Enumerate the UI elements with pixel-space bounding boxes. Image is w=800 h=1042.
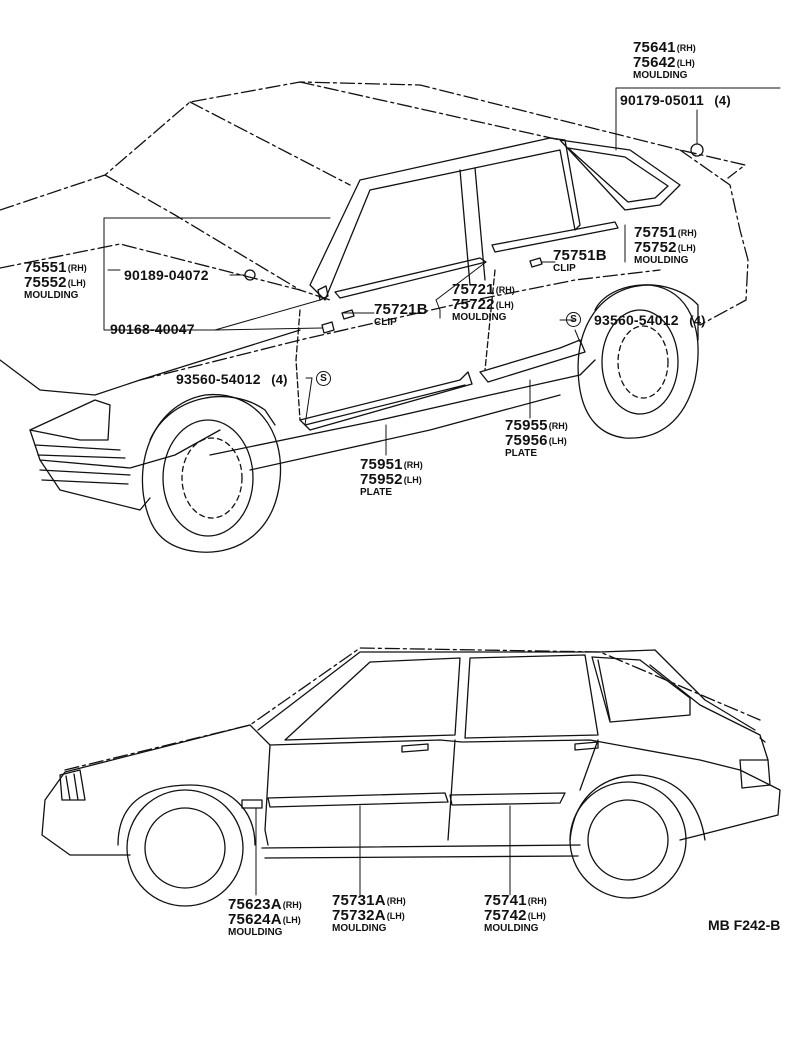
- rocker-line: [249, 394, 561, 471]
- part-caption: MOULDING: [633, 70, 688, 81]
- side-body-outline: [41, 724, 781, 856]
- screw-symbol-front: S: [316, 371, 331, 386]
- grille-lines: [34, 444, 131, 485]
- side-rear-wheel: [569, 774, 706, 899]
- rear-wheel: [577, 284, 699, 439]
- label-moulding-windshield: 75551(RH) 75552(LH) MOULDING: [24, 259, 87, 301]
- front-body: [0, 329, 301, 441]
- car-side-view: [41, 647, 781, 907]
- label-moulding-fender: 75623A(RH) 75624A(LH) MOULDING: [228, 896, 302, 938]
- label-clip-windshield-1: 90189-04072: [124, 267, 209, 283]
- front-door-edge: [295, 309, 301, 421]
- label-moulding-front-door: 75731A(RH) 75732A(LH) MOULDING: [332, 892, 406, 934]
- clip-icon-2: [317, 285, 329, 301]
- label-clip-front-door: 75721B CLIP: [374, 301, 428, 328]
- door-frame-moulding: [309, 137, 581, 301]
- fender-moulding: [241, 799, 263, 809]
- clip-icon-3: [321, 321, 335, 334]
- side-windows: [257, 649, 756, 741]
- diagram-code: MB F242-B: [708, 917, 781, 933]
- side-tail: [739, 737, 771, 789]
- rear-door-moulding: [449, 792, 566, 806]
- body-lower-line: [209, 359, 596, 456]
- label-moulding-rear-quarter: 75641(RH) 75642(LH) MOULDING: [633, 39, 696, 81]
- windshield-base: [0, 243, 331, 301]
- label-moulding-front-door-belt: 75721(RH) 75722(LH) MOULDING: [452, 281, 515, 323]
- side-door-lines: [264, 739, 599, 846]
- clip-icon-5: [529, 257, 543, 268]
- rear-hatch-outline: [679, 149, 749, 326]
- rear-belt-moulding: [491, 221, 619, 253]
- rear-door-edge: [484, 269, 496, 371]
- front-door-moulding: [267, 792, 449, 808]
- clip-icon: [244, 269, 256, 281]
- rear-scuff-plate: [479, 339, 586, 383]
- side-rear-window: [597, 659, 769, 761]
- side-rocker: [261, 844, 581, 859]
- hood-outline: [104, 174, 301, 291]
- front-bumper: [29, 429, 221, 511]
- label-plate-front: 75951(RH) 75952(LH) PLATE: [360, 456, 423, 498]
- side-front-lamp: [59, 769, 86, 801]
- part-number-rh: 75641: [633, 39, 676, 56]
- clip-icon-4: [341, 309, 355, 320]
- rear-quarter-window: [559, 139, 681, 211]
- leader-lines: [103, 87, 781, 456]
- label-clip-rear-door: 75751B CLIP: [553, 247, 607, 274]
- clip-icon-6: [690, 143, 704, 157]
- body-side-line: [139, 269, 661, 381]
- front-scuff-plate: [299, 371, 473, 431]
- label-screw-rear: 93560-54012 (4): [594, 312, 706, 328]
- roof-rail: [189, 81, 561, 186]
- label-moulding-rear-door-belt: 75751(RH) 75752(LH) MOULDING: [634, 224, 697, 266]
- screw-symbol-rear: S: [566, 312, 581, 327]
- side-handles: [401, 741, 599, 753]
- label-clip-windshield-2: 90168-40047: [110, 321, 195, 337]
- front-wheel: [141, 393, 282, 553]
- label-screw-front: 93560-54012 (4): [176, 371, 288, 387]
- label-clip-rear-quarter: 90179-05011 (4): [620, 92, 731, 108]
- side-front-wheel: [117, 784, 256, 907]
- roof-outline: [0, 81, 746, 211]
- label-plate-rear: 75955(RH) 75956(LH) PLATE: [505, 417, 568, 459]
- label-moulding-rear-door: 75741(RH) 75742(LH) MOULDING: [484, 892, 547, 934]
- part-number-lh: 75642: [633, 54, 676, 71]
- side-leader-lines: [255, 805, 511, 896]
- car-perspective-view: [0, 81, 781, 553]
